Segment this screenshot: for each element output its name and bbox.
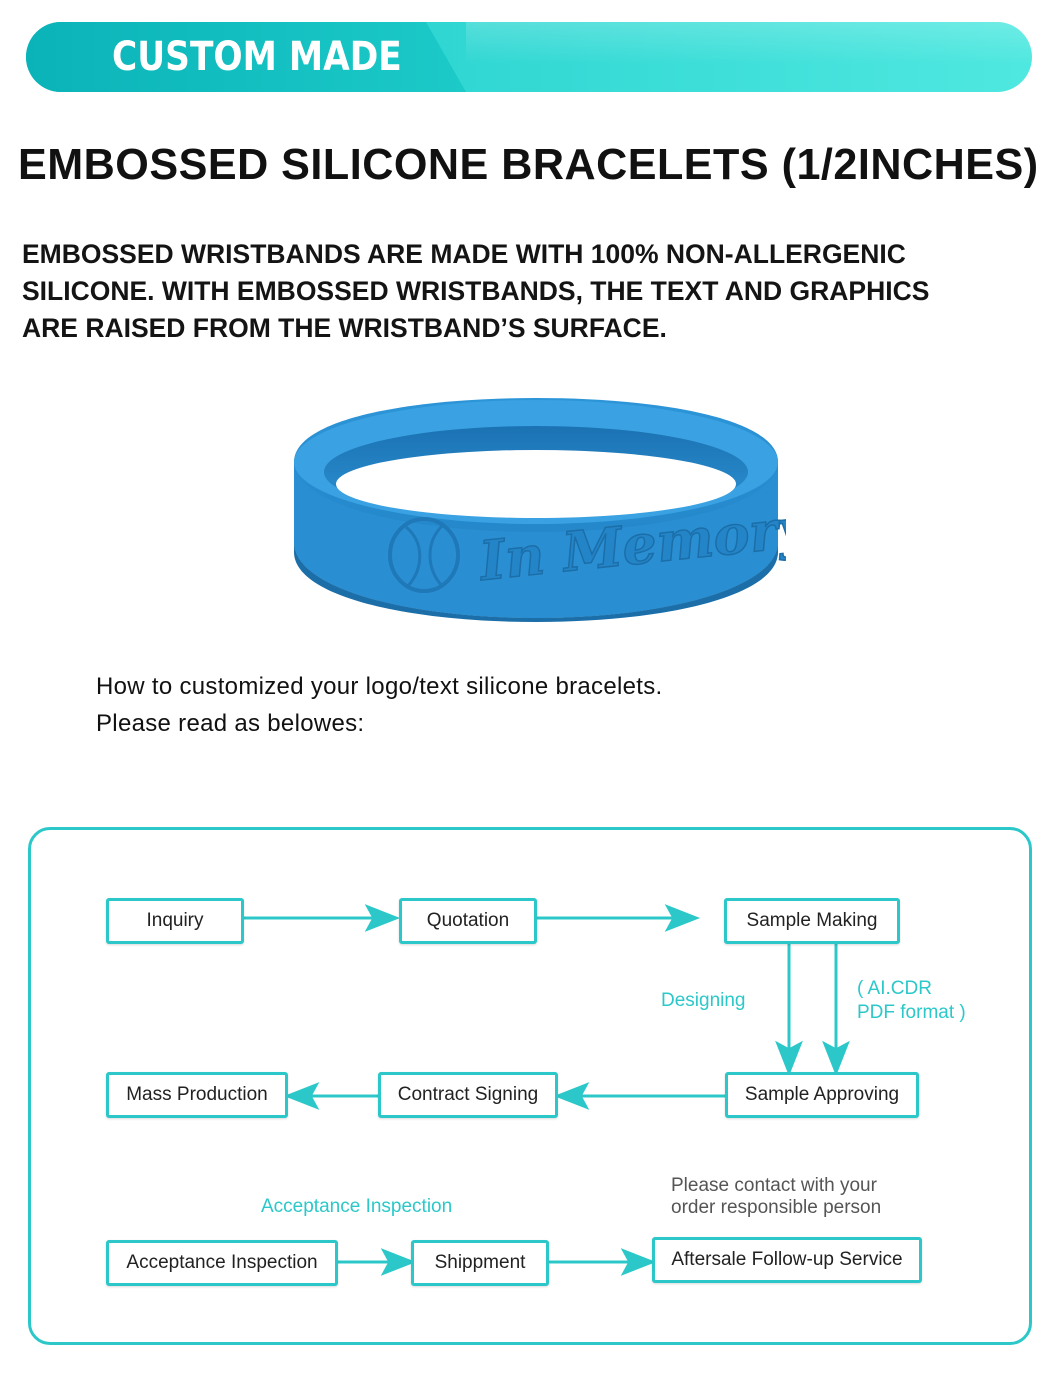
- step-sample-approving-label: Sample Approving: [744, 1084, 900, 1105]
- description-line-1: EMBOSSED WRISTBANDS ARE MADE WITH 100% N…: [22, 239, 906, 269]
- step-aftersale: Aftersale Follow-up Service: [652, 1237, 922, 1283]
- step-acceptance-inspection-label: Acceptance Inspection: [126, 1252, 318, 1273]
- howto-line-1: How to customized your logo/text silicon…: [96, 673, 663, 700]
- label-contact: Please contact with your order responsib…: [671, 1175, 881, 1219]
- label-format-2: PDF format ): [857, 1002, 966, 1023]
- product-description: EMBOSSED WRISTBANDS ARE MADE WITH 100% N…: [22, 236, 1052, 347]
- step-mass-production: Mass Production: [106, 1072, 288, 1118]
- label-contact-2: order responsible person: [671, 1197, 882, 1218]
- step-mass-production-label: Mass Production: [126, 1084, 268, 1105]
- label-format-1: ( AI.CDR: [857, 978, 932, 999]
- banner-title: CUSTOM MADE: [112, 34, 402, 80]
- process-flow-frame: [28, 827, 1032, 1345]
- howto-intro: How to customized your logo/text silicon…: [96, 668, 663, 742]
- step-quotation-label: Quotation: [426, 910, 510, 931]
- step-acceptance-inspection: Acceptance Inspection: [106, 1240, 338, 1286]
- step-inquiry-label: Inquiry: [146, 910, 204, 931]
- step-shippment: Shippment: [411, 1240, 549, 1286]
- description-line-3: ARE RAISED FROM THE WRISTBAND’S SURFACE.: [22, 313, 667, 343]
- step-sample-making-label: Sample Making: [746, 910, 878, 931]
- banner-shine: [466, 22, 1032, 92]
- page-title: EMBOSSED SILICONE BRACELETS (1/2INCHES): [18, 140, 1039, 189]
- step-sample-making: Sample Making: [724, 898, 900, 944]
- label-contact-1: Please contact with your: [671, 1175, 877, 1196]
- label-acceptance: Acceptance Inspection: [261, 1196, 453, 1217]
- header-banner: CUSTOM MADE: [26, 22, 1032, 92]
- bracelet-image: In Memory: [294, 398, 786, 622]
- banner-shape: [26, 22, 466, 92]
- label-designing: Designing: [661, 990, 746, 1011]
- step-aftersale-label: Aftersale Follow-up Service: [671, 1249, 903, 1270]
- step-contract-signing-label: Contract Signing: [397, 1084, 539, 1105]
- step-shippment-label: Shippment: [434, 1252, 526, 1273]
- howto-line-2: Please read as belowes:: [96, 710, 365, 737]
- step-quotation: Quotation: [399, 898, 537, 944]
- baseball-icon: [388, 517, 460, 593]
- description-line-2: SILICONE. WITH EMBOSSED WRISTBANDS, THE …: [22, 276, 930, 306]
- step-inquiry: Inquiry: [106, 898, 244, 944]
- step-sample-approving: Sample Approving: [725, 1072, 919, 1118]
- step-contract-signing: Contract Signing: [378, 1072, 558, 1118]
